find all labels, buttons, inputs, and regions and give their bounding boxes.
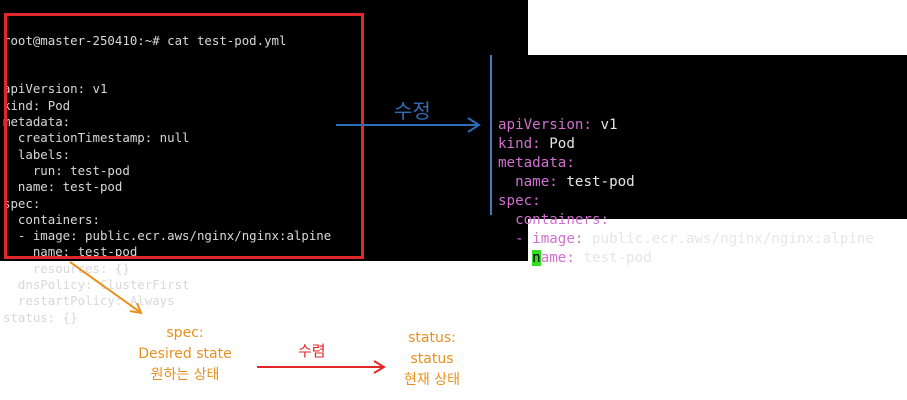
yaml-value: public.ecr.aws/nginx/nginx:alpine xyxy=(592,231,874,247)
yaml-line: spec: xyxy=(498,193,541,209)
yaml-line: name: test-pod xyxy=(3,179,123,195)
yaml-key: name xyxy=(532,250,567,266)
converge-arrow xyxy=(257,360,386,374)
yaml-line: metadata: xyxy=(3,114,71,130)
yaml-value: v1 xyxy=(600,117,618,133)
status-note: status: status 현재 상태 xyxy=(382,328,482,391)
yaml-line: labels: xyxy=(3,146,71,162)
left-terminal: root@master-250410:~# cat test-pod.yml a… xyxy=(0,0,528,325)
editor-gutter-bar xyxy=(490,55,492,215)
yaml-line: apiVersion: v1 xyxy=(3,81,108,97)
edit-arrow xyxy=(336,117,481,133)
edited-yaml: apiVersion: v1 kind: Pod metadata: name: t… xyxy=(490,116,907,268)
status-note-line: status: xyxy=(408,330,456,346)
yaml-line: dnsPolicy: ClusterFirst xyxy=(3,277,190,293)
yaml-line: name: test-pod xyxy=(3,244,138,260)
spec-note-line: spec: xyxy=(166,325,204,341)
yaml-line: resources: {} xyxy=(3,260,130,276)
status-note-line: 현재 상태 xyxy=(404,372,460,388)
yaml-line: spec: xyxy=(3,195,41,211)
yaml-line: containers: xyxy=(515,212,610,228)
spec-arrow xyxy=(69,261,143,315)
yaml-line: - image: public.ecr.aws/nginx/nginx:alpi… xyxy=(515,231,874,247)
yaml-key: apiVersion xyxy=(498,117,584,133)
yaml-key: metadata xyxy=(498,155,567,171)
yaml-key: image xyxy=(532,231,575,247)
status-note-line: status xyxy=(410,351,454,367)
yaml-line: metadata: xyxy=(498,155,575,171)
spec-note-line: Desired state xyxy=(138,346,232,362)
edit-label: 수정 xyxy=(394,99,431,123)
yaml-line: status: {} xyxy=(3,309,78,325)
yaml-key: containers xyxy=(515,212,601,228)
yaml-line: name: test-pod xyxy=(532,250,652,266)
yaml-line: containers: xyxy=(3,211,100,227)
yaml-value: test-pod xyxy=(583,250,652,266)
yaml-line: name: test-pod xyxy=(515,174,635,190)
yaml-key: name xyxy=(515,174,550,190)
right-terminal: apiVersion: v1 kind: Pod metadata: name: t… xyxy=(490,55,907,266)
yaml-value: test-pod xyxy=(566,174,635,190)
yaml-line: apiVersion: v1 xyxy=(498,117,618,133)
yaml-key: kind xyxy=(498,136,533,152)
cursor: n xyxy=(532,250,541,266)
spec-note-line: 원하는 상태 xyxy=(150,367,220,383)
converge-label: 수렴 xyxy=(298,342,326,360)
yaml-value: Pod xyxy=(549,136,575,152)
yaml-line: run: test-pod xyxy=(3,162,130,178)
yaml-line: - image: public.ecr.aws/nginx/nginx:alpi… xyxy=(3,228,332,244)
yaml-key: spec xyxy=(498,193,533,209)
yaml-line: kind: Pod xyxy=(498,136,575,152)
spec-note: spec: Desired state 원하는 상태 xyxy=(110,323,260,386)
yaml-line: kind: Pod xyxy=(3,97,71,113)
yaml-line: restartPolicy: Always xyxy=(3,293,175,309)
yaml-line: creationTimestamp: null xyxy=(3,130,190,146)
prompt-line: root@master-250410:~# cat test-pod.yml xyxy=(3,32,287,48)
